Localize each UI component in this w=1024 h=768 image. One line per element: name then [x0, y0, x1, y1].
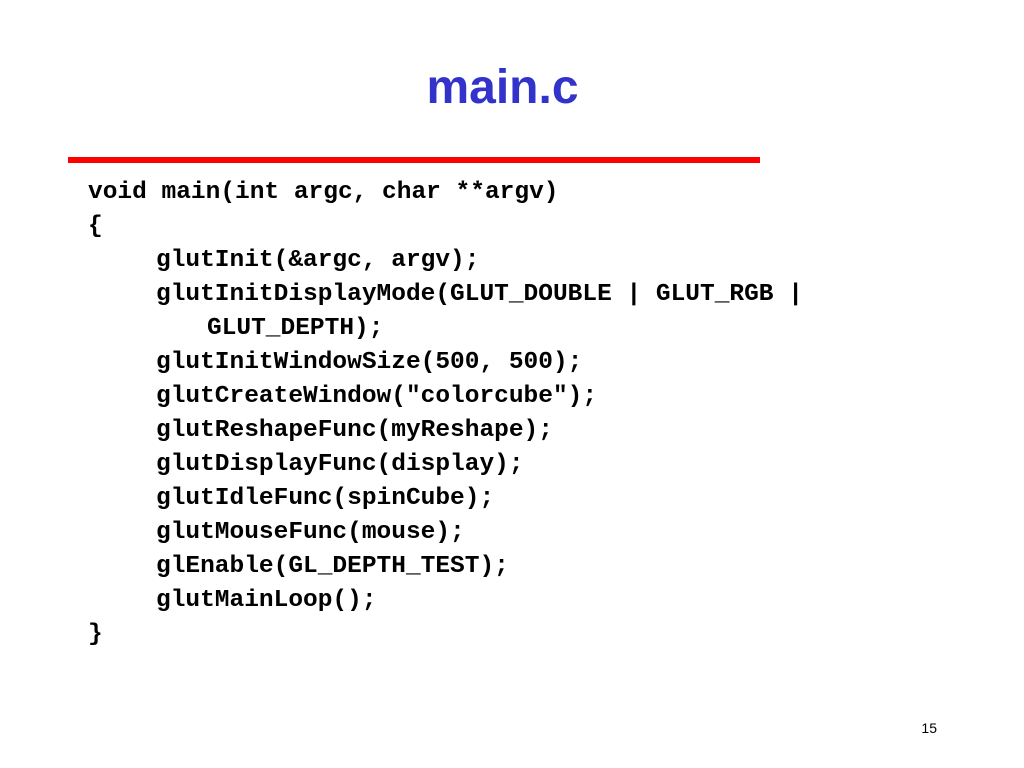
- code-line: glutInit(&argc, argv);: [156, 247, 480, 274]
- code-line: glutMainLoop();: [156, 587, 377, 614]
- title-underline: [68, 157, 760, 163]
- code-line: glutReshapeFunc(myReshape);: [156, 417, 553, 444]
- code-line: GLUT_DEPTH);: [207, 315, 384, 342]
- code-line: glutInitWindowSize(500, 500);: [156, 349, 583, 376]
- code-line: glutInitDisplayMode(GLUT_DOUBLE | GLUT_R…: [156, 281, 803, 308]
- code-line: glutIdleFunc(spinCube);: [156, 485, 495, 512]
- code-line: glutCreateWindow("colorcube");: [156, 383, 598, 410]
- code-line: glutMouseFunc(mouse);: [156, 519, 465, 546]
- code-line: void main(int argc, char **argv): [88, 179, 559, 206]
- slide-title: main.c: [426, 61, 579, 114]
- code-block: void main(int argc, char **argv) { glutI…: [88, 176, 803, 652]
- code-line: {: [88, 213, 103, 240]
- page-number: 15: [921, 720, 937, 736]
- code-line: }: [88, 621, 103, 648]
- code-line: glutDisplayFunc(display);: [156, 451, 524, 478]
- code-line: glEnable(GL_DEPTH_TEST);: [156, 553, 509, 580]
